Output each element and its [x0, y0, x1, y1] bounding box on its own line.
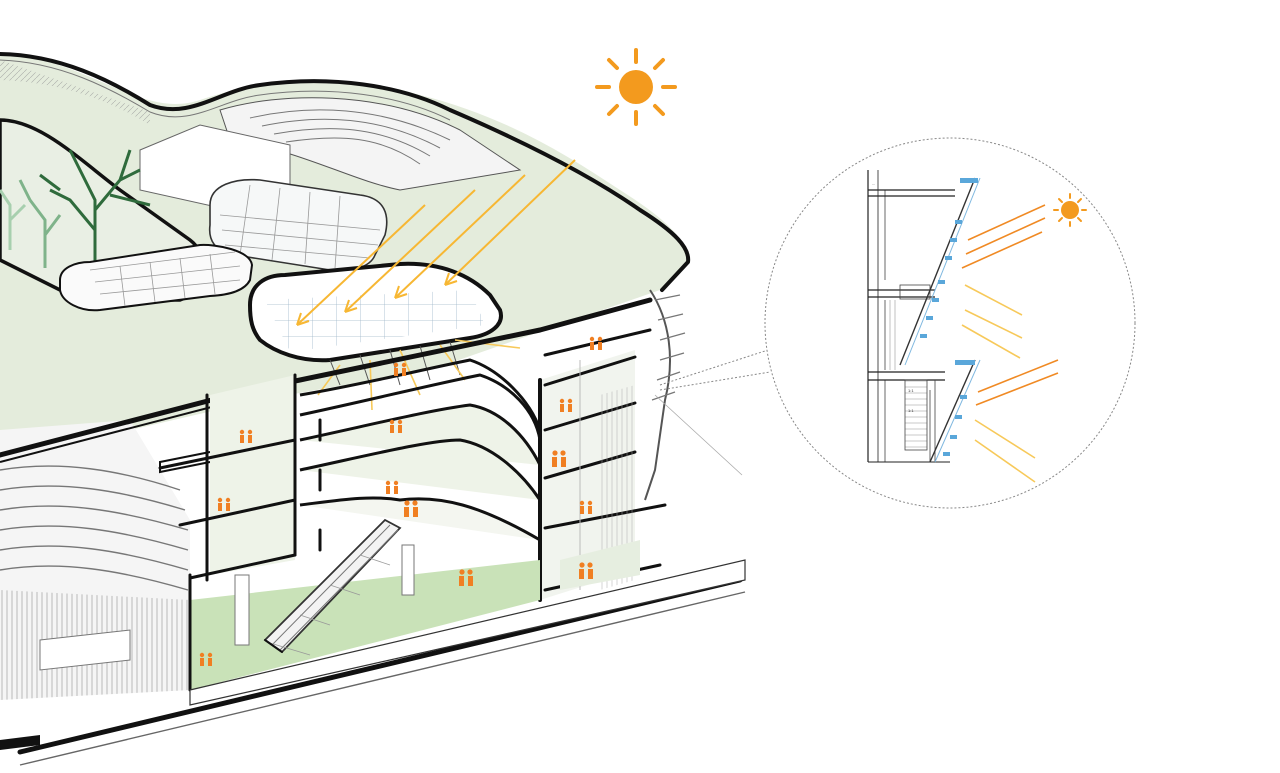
glass-fins: [920, 178, 978, 456]
people-icon: [552, 450, 566, 467]
people-icon: [559, 398, 573, 412]
people-icon: [217, 497, 231, 511]
escalator: [263, 518, 402, 656]
callout-leader-lines: [654, 349, 771, 476]
people-icon: [404, 500, 418, 517]
detail-sun-rays: [961, 204, 1059, 483]
people-icon: [589, 336, 603, 350]
people-icon: [389, 419, 403, 433]
people-icon: [393, 362, 407, 376]
right-facade: [644, 289, 671, 501]
ground-floor: [190, 560, 540, 690]
detail-label-1: ...: [872, 181, 875, 186]
people-icon: [459, 569, 473, 586]
sun-icon: [595, 48, 677, 126]
roof-skylight-rear: [208, 178, 388, 272]
sun-icon-small: [1053, 193, 1087, 227]
detail-label-3: 1:1: [908, 408, 914, 413]
atrium-skylight: [247, 261, 503, 386]
section-cut: [0, 289, 746, 766]
people-icon: [579, 500, 593, 514]
sunlight-rays: [296, 159, 576, 411]
people-icon: [199, 652, 213, 666]
roof-outline: [0, 52, 691, 292]
people-icons: [199, 336, 603, 666]
facade-detail-callout: ... 1:1 1:1: [764, 137, 1136, 509]
left-facade: [0, 420, 190, 750]
facade-section-drawing: ... 1:1 1:1: [867, 170, 981, 463]
people-icon: [579, 562, 593, 579]
detail-label-2: 1:1: [908, 388, 914, 393]
roof-skylight-left: [59, 243, 254, 312]
people-icon: [385, 480, 399, 494]
tree-icon: [0, 149, 151, 268]
people-icon: [239, 429, 253, 443]
roof-rim-band: [0, 59, 451, 121]
